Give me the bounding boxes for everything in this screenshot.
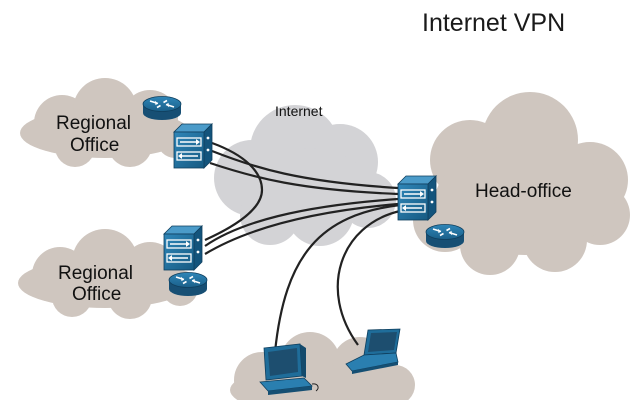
head-office-router-icon: [425, 223, 465, 249]
laptop-icon: [345, 328, 401, 374]
vpn-link-regional1-a: [204, 141, 264, 242]
regional-office-2-router-icon: [168, 271, 208, 297]
vpn-link-desktop: [273, 203, 401, 353]
regional-office-2-firewall-icon: [163, 225, 203, 271]
head-office-firewall-icon: [397, 175, 437, 221]
head-office-cloud: [413, 92, 630, 275]
vpn-link-regional1-c: [209, 161, 399, 196]
regional-office-2-line2: Office: [72, 284, 121, 305]
vpn-link-regional2-b: [204, 202, 399, 255]
vpn-link-regional1-b: [211, 149, 399, 190]
vpn-link-laptop: [336, 209, 401, 346]
vpn-links: [204, 141, 401, 353]
head-office-label: Head-office: [475, 181, 572, 202]
regional-office-1-router-icon: [142, 95, 182, 121]
regional-office-1-line2: Office: [70, 135, 119, 156]
internet-label: Internet: [275, 103, 323, 119]
regional-office-1-firewall-icon: [173, 123, 213, 169]
regional-office-1-line1: Regional: [56, 113, 131, 134]
desktop-computer-icon: [259, 343, 319, 395]
diagram-title: Internet VPN: [422, 9, 565, 37]
regional-office-2-line1: Regional: [58, 263, 133, 284]
vpn-link-regional2-a: [204, 197, 399, 247]
